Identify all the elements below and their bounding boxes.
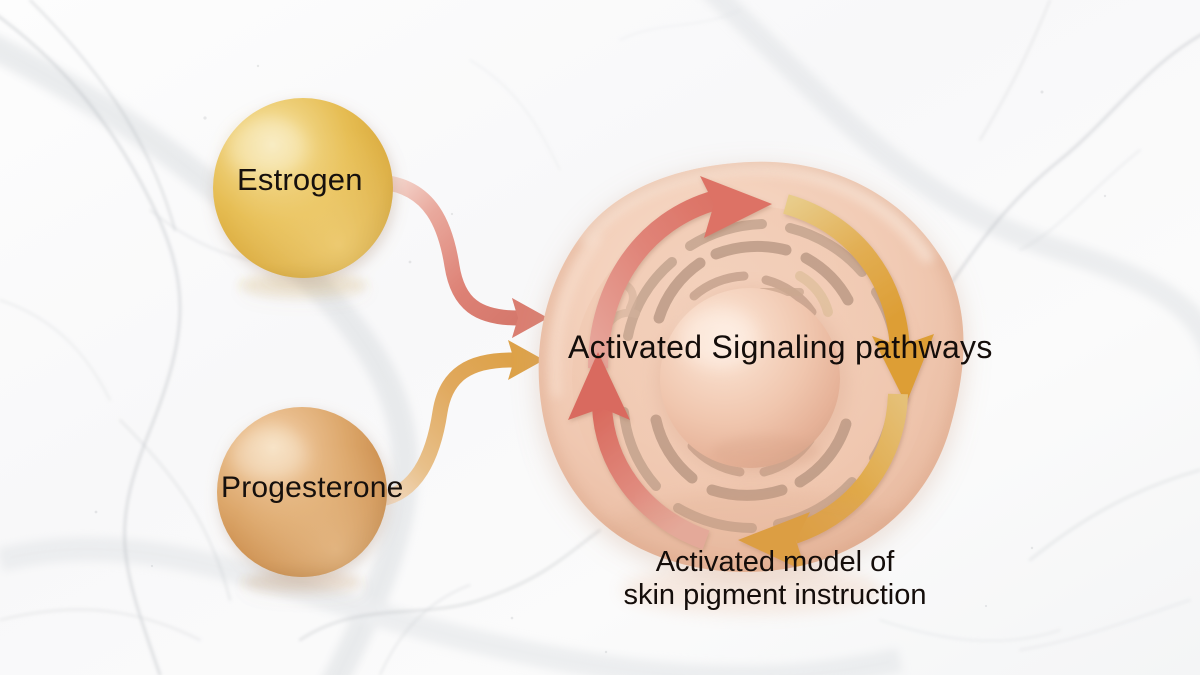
estrogen-specular-highlight (228, 118, 308, 178)
activated-cell[interactable] (538, 161, 964, 630)
estrogen-connector-arrow (372, 174, 548, 338)
cell-bottom-shade (585, 490, 935, 572)
cell-ground-shadow (622, 566, 882, 614)
estrogen-sphere[interactable] (213, 98, 393, 297)
progesterone-specular-highlight (232, 428, 308, 482)
nucleus-highlight (678, 308, 758, 368)
progesterone-bottom-bounce (242, 571, 362, 593)
cycle-arrow-top-left-red (588, 176, 772, 369)
marble-speckles (94, 64, 1107, 654)
cycle-arrow-top-right-gold (783, 194, 934, 404)
estrogen-bottom-bounce (239, 273, 367, 297)
progesterone-sphere[interactable] (217, 407, 387, 593)
progesterone-connector-arrow (364, 340, 544, 508)
cell-nucleus (656, 288, 848, 476)
